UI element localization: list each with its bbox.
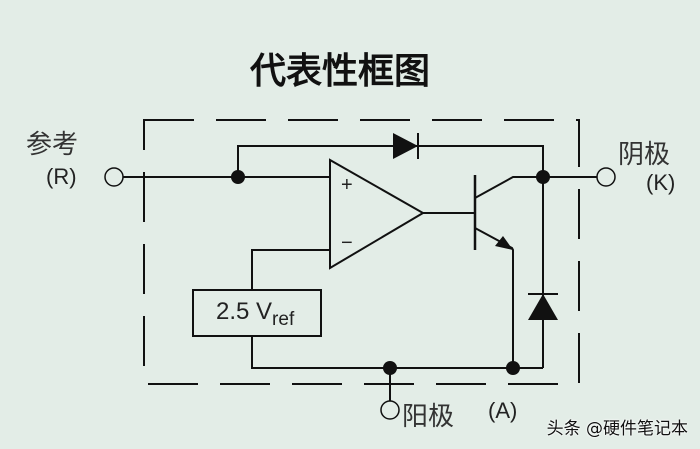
opamp-minus-label: − [341, 232, 353, 254]
opamp-triangle [329, 158, 425, 270]
reference-box [192, 289, 322, 337]
watermark: 头条 @硬件笔记本 [546, 419, 688, 439]
transistor-emitter [474, 227, 514, 368]
pin-anode-symbol: (A) [488, 398, 518, 423]
emitter-arrow-icon [495, 236, 513, 250]
junction-node [383, 361, 397, 375]
junction-node [506, 361, 520, 375]
wire-top-diode [237, 145, 544, 368]
junction-node [231, 170, 245, 184]
diode-right-icon [528, 294, 558, 320]
package-boundary-dashed [143, 119, 580, 385]
reference-voltage-label: 2.5 Vref [216, 298, 294, 331]
wire-bottom [251, 336, 543, 369]
junction-node [536, 170, 550, 184]
pin-cathode-symbol: (K) [646, 170, 676, 195]
diode-top-icon [393, 133, 418, 159]
reference-subscript: ref [272, 308, 295, 330]
pin-ref-symbol: (R) [46, 164, 77, 189]
pin-ref-label: 参考 [26, 130, 79, 160]
reference-value: 2.5 V [216, 298, 273, 325]
pin-cathode-terminal[interactable] [596, 167, 616, 187]
pin-cathode-label: 阴极 [618, 140, 671, 170]
pin-anode-label: 阳极 [402, 402, 455, 432]
transistor-collector [474, 176, 543, 199]
opamp-plus-label: + [341, 174, 353, 196]
wire-ref-to-minus [251, 249, 330, 290]
pin-anode-terminal[interactable] [380, 400, 400, 420]
diagram-title: 代表性框图 [249, 51, 430, 92]
pin-ref-terminal[interactable] [104, 167, 124, 187]
